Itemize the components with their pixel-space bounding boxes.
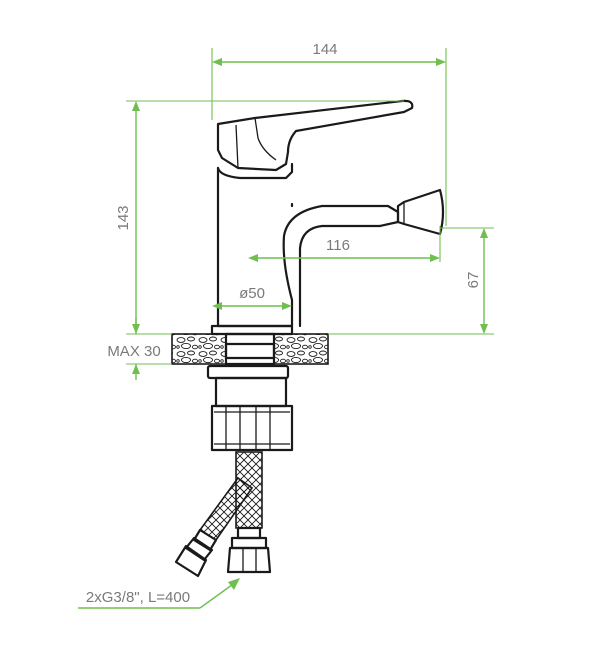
dimension-lines (78, 48, 494, 609)
mounting-hardware (206, 364, 294, 452)
fixing-nut (210, 404, 294, 452)
faucet-column (216, 166, 400, 328)
dimension-diameter-label: ø50 (239, 285, 265, 302)
hose-nut-straight (226, 546, 272, 574)
hose-nut-angled (174, 544, 208, 578)
supply-hoses (174, 451, 272, 578)
base-flange (210, 324, 294, 336)
dimension-max-thickness-label: MAX 30 (107, 343, 160, 360)
countertop-section (171, 332, 329, 366)
dimension-spout-height-label: 67 (465, 272, 482, 289)
dimension-height-label: 143 (115, 205, 132, 230)
dimension-width-label: 144 (312, 41, 337, 58)
dimension-reach-label: 116 (326, 237, 350, 254)
lever-handle (216, 99, 414, 172)
spray-nozzle (396, 188, 445, 236)
hose-spec-label: 2xG3/8", L=400 (86, 589, 190, 606)
